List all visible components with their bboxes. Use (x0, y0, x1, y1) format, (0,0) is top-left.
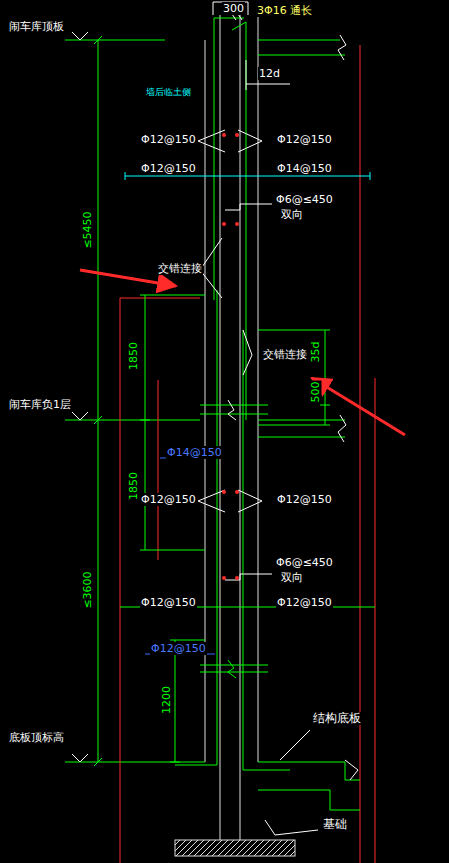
rebar-note: 双向 (280, 208, 304, 221)
level-name: 闹车库顶板 (8, 20, 65, 33)
rebar-note: Φ12@150 (276, 133, 333, 146)
rebar-note: Φ12@150 (140, 493, 197, 506)
rebar-note: Φ12@150 (276, 493, 333, 506)
splice-note: 交错连接 (157, 262, 203, 275)
rebar-note: Φ6@≤450 (275, 556, 334, 569)
dimension: ≤3600 (81, 570, 94, 609)
rebar-note: Φ12@150 (150, 642, 207, 655)
rebar-note: Φ12@150 (140, 162, 197, 175)
part-name: 结构底板 (312, 712, 362, 725)
rebar-note: Φ14@150 (166, 446, 223, 459)
dimension: 1850 (127, 341, 140, 371)
part-name: 基础 (322, 818, 348, 831)
note: 墙后临土侧 (145, 86, 192, 99)
dimension: ≤5450 (81, 210, 94, 249)
level-name: 底板顶标高 (8, 731, 65, 744)
dimension: 1200 (160, 685, 173, 715)
rebar-note: 双向 (280, 571, 304, 584)
dimension: 300 (222, 2, 245, 15)
dimension: 500 (309, 381, 322, 404)
rebar-note: Φ12@150 (140, 596, 197, 609)
dimension: 1850 (127, 471, 140, 501)
rebar-note: Φ12@150 (140, 133, 197, 146)
rebar-note: Φ12@150 (276, 596, 333, 609)
dimension: 35d (309, 341, 322, 364)
dimension: 12d (258, 67, 281, 80)
splice-note: 交错连接 (262, 348, 308, 361)
rebar-note: 3Φ16 通长 (256, 4, 313, 17)
level-name: 闹车库负1层 (8, 398, 72, 411)
rebar-note: Φ6@≤450 (275, 193, 334, 206)
rebar-note: Φ14@150 (276, 162, 333, 175)
